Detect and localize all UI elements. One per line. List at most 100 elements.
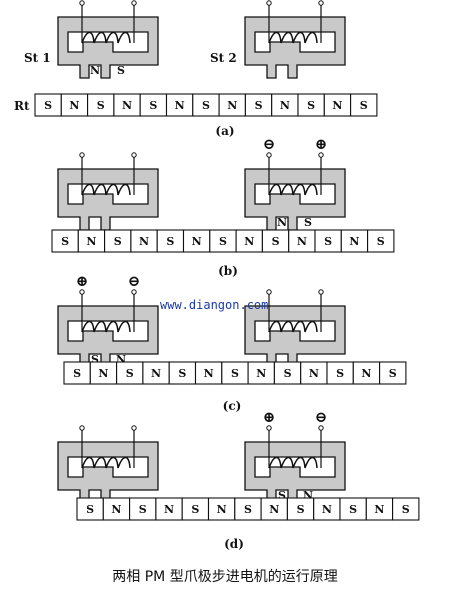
stator-core	[57, 441, 159, 504]
terminal-dot	[79, 0, 85, 6]
stator-core	[57, 305, 159, 368]
rotor-pole: N	[175, 99, 185, 112]
terminal-sign: ⊖	[76, 0, 89, 1]
stator-pole-label: S	[304, 216, 312, 229]
rotor-pole: S	[389, 367, 397, 380]
coil-winding	[268, 320, 318, 333]
terminal-dot	[318, 289, 324, 295]
rotor-pole: S	[178, 367, 186, 380]
coil-winding	[81, 31, 131, 44]
rotor-pole: N	[139, 235, 149, 248]
rotor-pole: S	[114, 235, 122, 248]
rotor-pole: N	[361, 367, 371, 380]
coil-winding	[268, 183, 318, 196]
stator-pole-label: S	[91, 353, 99, 366]
stator-pole-label: N	[277, 216, 287, 229]
rotor-pole: S	[297, 503, 305, 516]
rotor-pole: S	[324, 235, 332, 248]
rotor-pole: S	[191, 503, 199, 516]
watermark-url: www.diangon.com	[160, 298, 269, 312]
rotor-pole: N	[151, 367, 161, 380]
rotor-label: Rt	[14, 99, 30, 113]
terminal-sign: ⊕	[76, 272, 89, 290]
stator-core	[57, 16, 159, 79]
rotor-pole: S	[272, 235, 280, 248]
rotor-pole: S	[307, 99, 315, 112]
terminal-dot	[318, 152, 324, 158]
rotor-pole: S	[244, 503, 252, 516]
rotor-cell	[392, 497, 420, 521]
rotor-pole: S	[402, 503, 410, 516]
stator-core	[244, 441, 346, 504]
stator-core	[57, 168, 159, 231]
stator-pole-label: N	[90, 64, 100, 77]
rotor-pole: N	[244, 235, 254, 248]
terminal-dot	[318, 425, 324, 431]
rotor-pole: N	[297, 235, 307, 248]
stator-pole-label: S	[278, 489, 286, 502]
coil-winding	[81, 456, 131, 469]
rotor-pole: S	[139, 503, 147, 516]
terminal-sign: ⊖	[263, 135, 276, 153]
rotor-pole: N	[69, 99, 79, 112]
rotor-pole: S	[255, 99, 263, 112]
panel-label: (c)	[223, 399, 242, 413]
rotor-pole: S	[360, 99, 368, 112]
panel-label: (a)	[215, 124, 234, 138]
stator-core	[244, 168, 346, 231]
rotor-pole: N	[256, 367, 266, 380]
rotor-pole: N	[309, 367, 319, 380]
rotor-pole: S	[219, 235, 227, 248]
coil-winding	[81, 183, 131, 196]
rotor-pole: N	[192, 235, 202, 248]
rotor-pole: N	[227, 99, 237, 112]
stator-pole-label: N	[303, 489, 313, 502]
rotor-pole: S	[349, 503, 357, 516]
rotor-pole: S	[231, 367, 239, 380]
diagram-caption: 两相 PM 型爪极步进电机的运行原理	[112, 569, 338, 585]
rotor-pole: N	[111, 503, 121, 516]
rotor-pole: N	[122, 99, 132, 112]
terminal-dot	[79, 152, 85, 158]
terminal-dot	[266, 289, 272, 295]
rotor-pole: N	[349, 235, 359, 248]
stator-core	[244, 16, 346, 79]
rotor-pole: N	[98, 367, 108, 380]
terminal-sign: ⊕	[128, 0, 141, 1]
stator-pole-label: N	[116, 353, 126, 366]
rotor-pole: N	[280, 99, 290, 112]
terminal-dot	[131, 425, 137, 431]
terminal-dot	[131, 0, 137, 6]
rotor-pole: S	[202, 99, 210, 112]
rotor-pole: S	[73, 367, 81, 380]
rotor-cell	[367, 229, 395, 253]
rotor-pole: S	[284, 367, 292, 380]
terminal-sign: ⊖	[315, 408, 328, 426]
terminal-dot	[318, 0, 324, 6]
rotor-pole: N	[164, 503, 174, 516]
rotor-cell	[379, 361, 407, 385]
terminal-dot	[266, 152, 272, 158]
rotor-pole: N	[332, 99, 342, 112]
rotor-pole: S	[166, 235, 174, 248]
terminal-dot	[79, 289, 85, 295]
terminal-sign: ⊕	[263, 408, 276, 426]
rotor-pole: S	[377, 235, 385, 248]
panel-label: (b)	[218, 264, 238, 278]
panel-label: (d)	[224, 537, 244, 551]
stator-pole-label: S	[117, 64, 125, 77]
rotor-pole: S	[126, 367, 134, 380]
coil-winding	[81, 320, 131, 333]
rotor-pole: S	[61, 235, 69, 248]
stator2-label: St 2	[210, 51, 237, 65]
rotor-pole: N	[374, 503, 384, 516]
rotor-pole: N	[86, 235, 96, 248]
rotor-pole: N	[204, 367, 214, 380]
terminal-sign: ⊖	[128, 272, 141, 290]
terminal-dot	[131, 289, 137, 295]
rotor-pole: N	[217, 503, 227, 516]
